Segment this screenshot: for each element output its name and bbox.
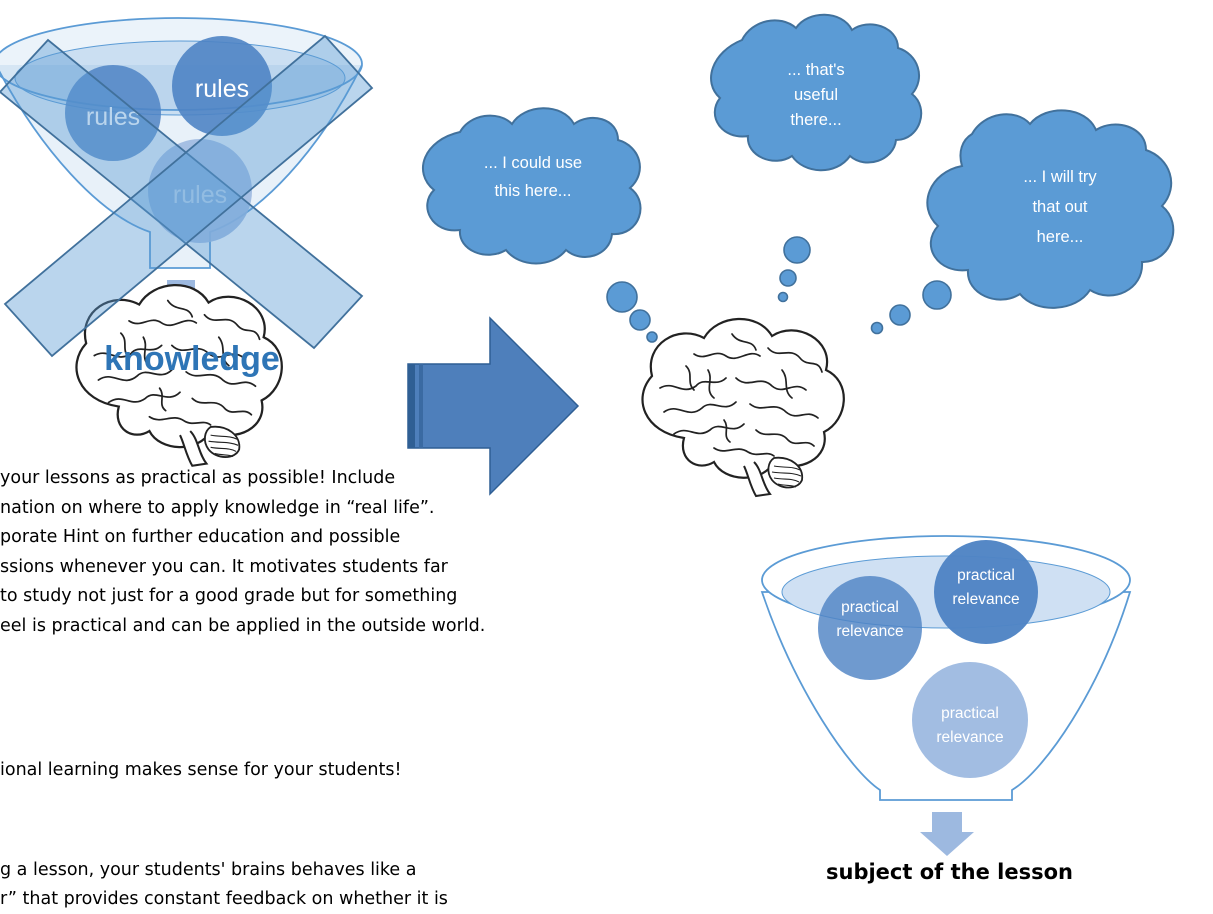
- knowledge-label: knowledge: [104, 340, 280, 378]
- lesson-paragraph: g a lesson, your students' brains behave…: [0, 856, 448, 914]
- right-funnel-circle-1: [818, 576, 922, 680]
- thought-bubble-2: ... that's useful there...: [710, 13, 923, 172]
- right-funnel-circle-2: [934, 540, 1038, 644]
- advice-line-6: eel is practical and can be applied in t…: [0, 615, 486, 636]
- thought-bubble-3-line-1: ... I will try: [1023, 168, 1097, 186]
- right-funnel-label-1a: practical: [841, 599, 899, 616]
- thought-bubble-2-line-1: ... that's: [787, 61, 844, 79]
- left-funnel: rules rules rules: [0, 17, 363, 324]
- cross-bar-1: [0, 38, 364, 350]
- transition-arrow: [407, 316, 580, 496]
- thought-bubble-3: ... I will try that out here...: [926, 109, 1175, 309]
- right-funnel-label-3b: relevance: [936, 729, 1003, 746]
- thought-bubble-2-line-2: useful: [794, 86, 838, 104]
- cross-out-mark: [0, 34, 374, 358]
- thought-bubble-1-line-1: ... I could use: [484, 154, 582, 172]
- subject-of-lesson-caption: subject of the lesson: [826, 860, 1073, 884]
- right-funnel-label-2b: relevance: [952, 591, 1019, 608]
- right-funnel-down-arrow: [920, 812, 974, 856]
- lesson-line-2: r” that provides constant feedback on wh…: [0, 889, 448, 909]
- advice-paragraph: your lessons as practical as possible! I…: [0, 464, 485, 642]
- thought-bubble-2-line-3: there...: [790, 111, 841, 129]
- cross-bar-2: [3, 34, 374, 358]
- thought-bubble-3-line-2: that out: [1032, 198, 1087, 216]
- thought-bubble-3-line-3: here...: [1037, 228, 1084, 246]
- advice-line-3: porate Hint on further education and pos…: [0, 527, 401, 548]
- right-funnel-label-3a: practical: [941, 705, 999, 722]
- advice-line-4: ssions whenever you can. It motivates st…: [0, 556, 448, 577]
- left-funnel-label-2: rules: [195, 75, 249, 103]
- additional-learning-line: ional learning makes sense for your stud…: [0, 760, 402, 780]
- thought-bubble-1-trail: [606, 281, 658, 343]
- right-funnel-label-1b: relevance: [836, 623, 903, 640]
- thought-bubble-2-trail: [777, 236, 811, 303]
- advice-line-2: nation on where to apply knowledge in “r…: [0, 497, 435, 518]
- right-funnel-label-2a: practical: [957, 567, 1015, 584]
- thought-bubble-1: ... I could use this here...: [422, 107, 642, 265]
- right-brain-illustration: [641, 317, 845, 498]
- advice-line-5: to study not just for a good grade but f…: [0, 586, 458, 607]
- lesson-line-1: g a lesson, your students' brains behave…: [0, 860, 417, 880]
- left-funnel-circle-3: [148, 139, 252, 243]
- right-funnel: practical relevance practical relevance …: [760, 535, 1132, 856]
- thought-bubble-1-line-2: this here...: [494, 182, 571, 200]
- left-funnel-circle-2: [172, 36, 272, 136]
- left-funnel-label-3: rules: [173, 181, 227, 209]
- right-funnel-circle-3: [912, 662, 1028, 778]
- thought-bubble-3-trail: [870, 280, 952, 335]
- advice-line-1: your lessons as practical as possible! I…: [0, 468, 396, 488]
- left-funnel-circle-1: [65, 65, 161, 161]
